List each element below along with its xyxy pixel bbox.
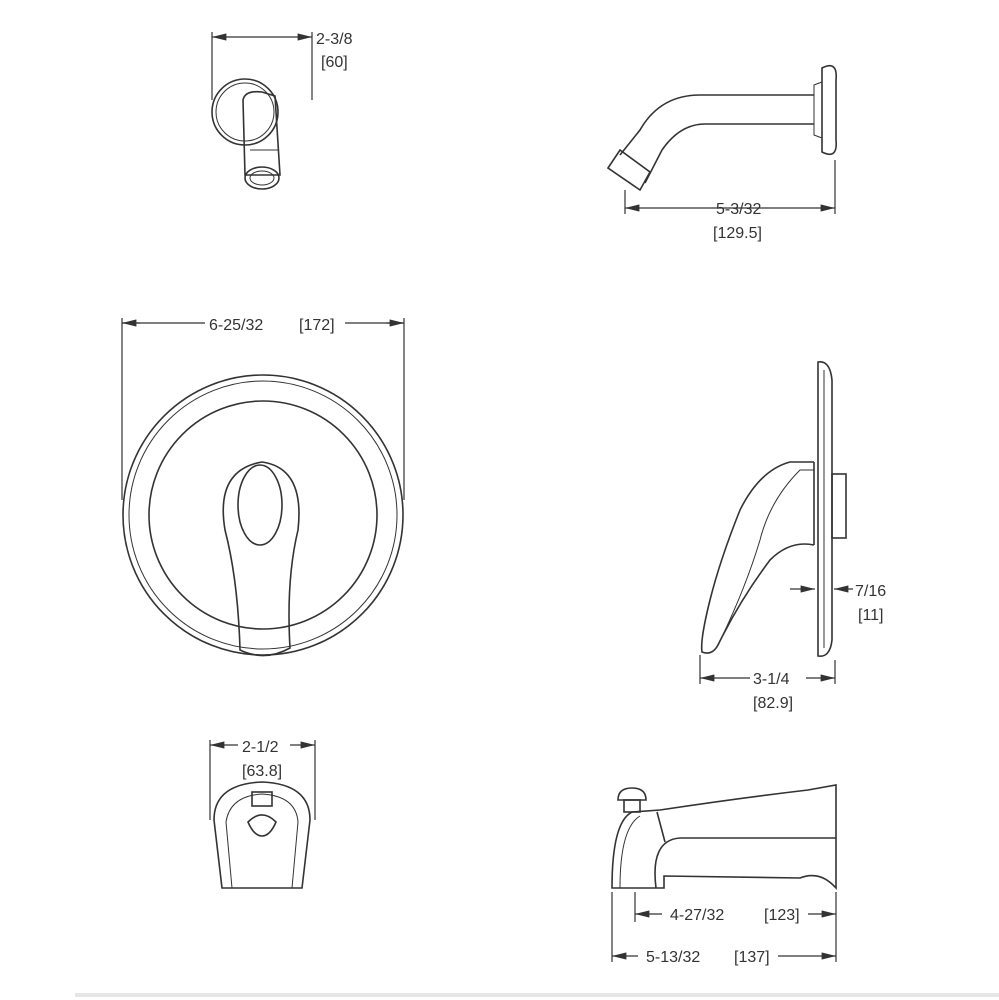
dim-inches: 5-13/32 bbox=[646, 949, 700, 966]
dim-mm: [11] bbox=[858, 607, 884, 624]
dim-mm: [129.5] bbox=[713, 225, 762, 242]
shower-arm-front-view bbox=[211, 78, 281, 190]
dimension-shower-arm-length: 5-3/32 [129.5] bbox=[624, 160, 836, 242]
dimension-tub-spout-reach: 4-27/32 [123] bbox=[634, 892, 837, 924]
dim-inches: 5-3/32 bbox=[716, 201, 761, 218]
dim-inches: 2-1/2 bbox=[242, 739, 279, 756]
trim-plate-side-view bbox=[700, 361, 847, 657]
dim-mm: [172] bbox=[299, 317, 335, 334]
dimension-trim-plate-diameter: 6-25/32 [172] bbox=[121, 317, 405, 500]
dim-mm: [82.9] bbox=[753, 695, 793, 712]
dimension-handle-projection: 3-1/4 [82.9] bbox=[699, 655, 836, 712]
dim-mm: [60] bbox=[321, 54, 348, 71]
dimension-tub-spout-length: 5-13/32 [137] bbox=[611, 892, 837, 966]
dim-mm: [123] bbox=[764, 907, 800, 924]
dim-inches: 6-25/32 bbox=[209, 317, 263, 334]
dim-mm: [63.8] bbox=[242, 763, 282, 780]
dim-inches: 4-27/32 bbox=[670, 907, 724, 924]
shower-arm-side-view bbox=[606, 64, 838, 192]
dimension-trim-plate-thickness: 7/16 [11] bbox=[790, 583, 886, 624]
tub-spout-side-view bbox=[611, 784, 837, 891]
trim-plate-front-view bbox=[122, 374, 404, 657]
dim-mm: [137] bbox=[734, 949, 770, 966]
dim-inches: 3-1/4 bbox=[753, 671, 790, 688]
tub-spout-front-view bbox=[213, 781, 311, 889]
dim-inches: 7/16 bbox=[855, 583, 886, 600]
dimension-tub-spout-width: 2-1/2 [63.8] bbox=[209, 739, 316, 820]
dim-inches: 2-3/8 bbox=[316, 31, 353, 48]
footer-rule bbox=[75, 993, 999, 997]
dimension-shower-arm-width: 2-3/8 [60] bbox=[211, 31, 353, 100]
